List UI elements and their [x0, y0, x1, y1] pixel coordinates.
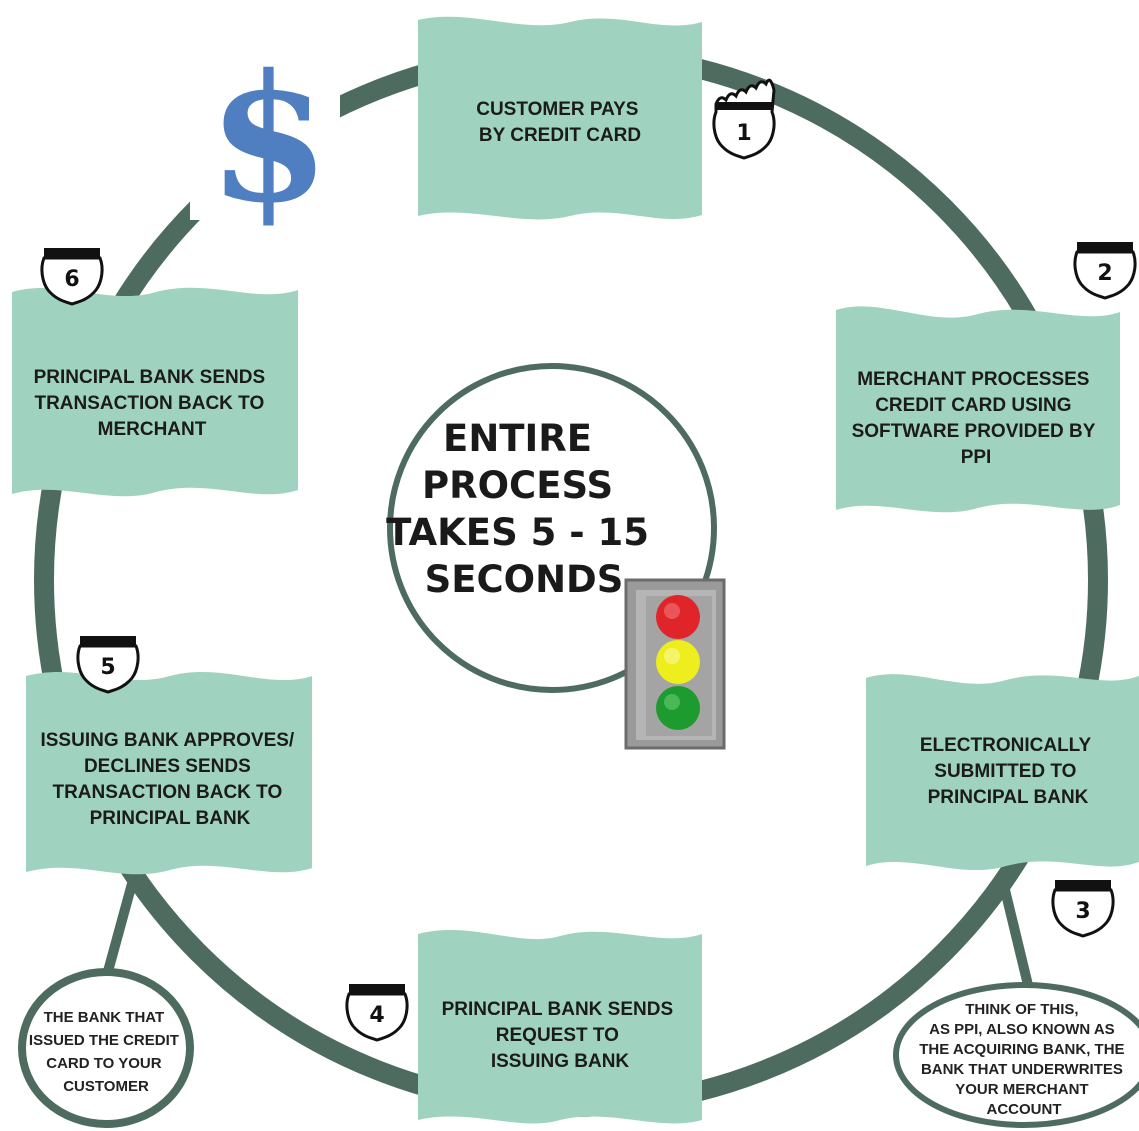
step-5: ISSUING BANK APPROVES/ DECLINES SENDS TR…: [26, 671, 312, 875]
route-shield-icon: [345, 992, 409, 1042]
issuing-note-bubble: [18, 968, 194, 1128]
badge-4-number: 4: [369, 1003, 384, 1028]
acquiring-bank-note: THINK OF THIS, AS PPI, ALSO KNOWN AS THE…: [893, 982, 1139, 1128]
badge-1: 1: [712, 78, 776, 160]
step-1-line-2: BY CREDIT CARD: [479, 125, 641, 146]
step-4-line-2: REQUEST TO: [496, 1025, 619, 1046]
issuing-note-connector: [102, 878, 138, 977]
step-2-panel: [836, 306, 1120, 513]
badge-6-number: 6: [64, 267, 79, 292]
svg-text:CUSTOMER PAYS BY CREDIT: CUSTOMER PAYS BY CREDIT CARD: [476, 99, 644, 146]
step-6-panel: [12, 287, 298, 497]
badge-4: 4: [345, 984, 409, 1042]
step-6-line-2: TRANSACTION BACK TO: [34, 393, 264, 414]
step-6-line-3: MERCHANT: [98, 419, 207, 440]
step-2-line-1: MERCHANT PROCESSES: [857, 369, 1089, 390]
step-4-line-1: PRINCIPAL BANK SENDS: [442, 999, 674, 1020]
acquiring-note-line-5: YOUR MERCHANT: [955, 1081, 1088, 1098]
step-3-line-2: SUBMITTED TO: [934, 761, 1076, 782]
svg-text:ISSUING BANK APPROVES/ D: ISSUING BANK APPROVES/ DECLINES SENDS TR…: [40, 730, 299, 829]
step-6: PRINCIPAL BANK SENDS TRANSACTION BACK TO…: [12, 287, 298, 497]
step-4: PRINCIPAL BANK SENDS REQUEST TO ISSUING …: [418, 929, 702, 1124]
badge-3-number: 3: [1075, 899, 1090, 924]
route-shield-icon: [1051, 888, 1115, 938]
step-5-line-2: DECLINES SENDS: [84, 756, 251, 777]
red-light: [656, 595, 700, 639]
svg-text:ELECTRONICALLY SUBMITTED: ELECTRONICALLY SUBMITTED TO PRINCIPAL BA…: [920, 735, 1096, 808]
acquiring-note-line-2: AS PPI, ALSO KNOWN AS: [929, 1021, 1115, 1038]
center-line-1: ENTIRE: [443, 417, 592, 460]
issuing-note-line-1: THE BANK THAT: [44, 1009, 165, 1026]
badge-2: 2: [1073, 242, 1137, 300]
step-3-line-3: PRINCIPAL BANK: [928, 787, 1089, 808]
svg-text:MERCHANT PROCESSES CREDI: MERCHANT PROCESSES CREDIT CARD USING SOF…: [852, 369, 1101, 468]
step-2: MERCHANT PROCESSES CREDIT CARD USING SOF…: [836, 306, 1120, 513]
dollar-icon: $: [208, 37, 330, 242]
acquiring-note-bubble: [893, 982, 1139, 1128]
step-5-line-3: TRANSACTION BACK TO: [52, 782, 282, 803]
route-shield-icon: [76, 644, 140, 694]
route-shield-icon: [40, 256, 104, 306]
badge-6: 6: [40, 248, 104, 306]
route-shield-icon: [712, 78, 776, 160]
route-shield-icon: [1073, 250, 1137, 300]
acquiring-note-connector: [1000, 888, 1033, 987]
step-3-line-1: ELECTRONICALLY: [920, 735, 1092, 756]
yellow-light: [656, 640, 700, 684]
traffic-light-icon: [624, 578, 726, 750]
center-line-3: TAKES 5 - 15: [386, 511, 649, 554]
step-2-line-3: SOFTWARE PROVIDED BY: [852, 421, 1096, 442]
step-3-panel: [866, 674, 1139, 871]
badge-3: 3: [1051, 880, 1115, 938]
step-5-line-1: ISSUING BANK APPROVES/: [40, 730, 294, 751]
step-1-line-1: CUSTOMER PAYS: [476, 99, 638, 120]
issuing-note-line-3: CARD TO YOUR: [46, 1055, 161, 1072]
acquiring-note-line-1: THINK OF THIS,: [965, 1001, 1078, 1018]
green-light: [656, 686, 700, 730]
issuing-note-line-2: ISSUED THE CREDIT: [29, 1032, 179, 1049]
step-4-line-3: ISSUING BANK: [491, 1051, 630, 1072]
step-2-line-4: PPI: [961, 447, 992, 468]
step-1: CUSTOMER PAYS BY CREDIT CARD: [418, 16, 702, 220]
step-2-line-2: CREDIT CARD USING: [875, 395, 1071, 416]
issuing-note-line-4: CUSTOMER: [63, 1078, 149, 1095]
acquiring-note-line-6: ACCOUNT: [987, 1101, 1062, 1118]
svg-text:PRINCIPAL BANK SENDS TRA: PRINCIPAL BANK SENDS TRANSACTION BACK TO…: [34, 367, 271, 440]
badge-5-number: 5: [100, 655, 115, 680]
center-line-4: SECONDS: [425, 558, 624, 601]
step-1-panel: [418, 16, 702, 220]
badge-2-number: 2: [1097, 261, 1112, 286]
svg-text:PRINCIPAL BANK SENDS REQ: PRINCIPAL BANK SENDS REQUEST TO ISSUING …: [442, 999, 679, 1072]
step-4-panel: [418, 929, 702, 1124]
acquiring-note-line-3: THE ACQUIRING BANK, THE: [919, 1041, 1124, 1058]
issuing-bank-note: THE BANK THAT ISSUED THE CREDIT CARD TO …: [18, 968, 194, 1128]
step-5-panel: [26, 671, 312, 875]
center-line-2: PROCESS: [422, 464, 613, 507]
svg-text:THINK OF THIS, AS PPI, A: THINK OF THIS, AS PPI, ALSO KNOWN AS THE…: [919, 1001, 1128, 1118]
svg-text:THE BANK THAT ISSUED THE: THE BANK THAT ISSUED THE CREDIT CARD TO …: [29, 1009, 183, 1095]
badge-1-number: 1: [736, 121, 751, 146]
svg-text:ENTIRE PROCESS TAK: ENTIRE PROCESS TAKES 5 - 15 SECONDS: [386, 417, 662, 601]
step-5-line-4: PRINCIPAL BANK: [90, 808, 251, 829]
acquiring-note-line-4: BANK THAT UNDERWRITES: [921, 1061, 1123, 1078]
step-3: ELECTRONICALLY SUBMITTED TO PRINCIPAL BA…: [866, 674, 1139, 871]
badge-5: 5: [76, 636, 140, 694]
step-6-line-1: PRINCIPAL BANK SENDS: [34, 367, 266, 388]
